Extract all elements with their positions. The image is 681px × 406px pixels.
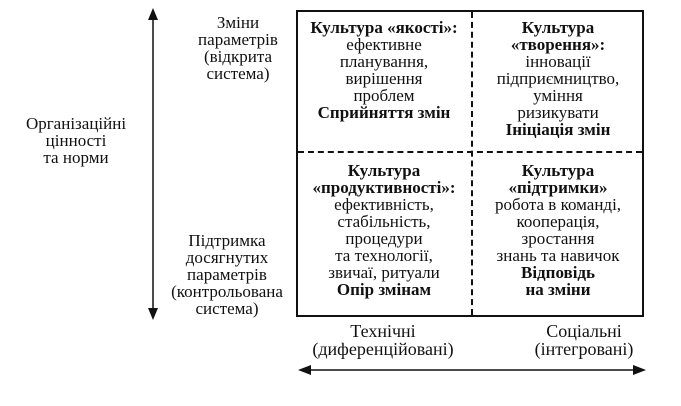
quadrant-footer: на зміни <box>525 280 591 299</box>
quadrant-item: інновації <box>525 52 591 71</box>
quadrant-title: «продуктивності»: <box>312 178 456 197</box>
quadrant-productivity-culture: Культура «продуктивності»: ефективність,… <box>300 162 468 298</box>
quadrant-title: Культура <box>521 18 595 37</box>
horizontal-double-arrow <box>298 365 646 375</box>
quadrant-title: Культура <box>347 161 421 180</box>
quadrant-creation-culture: Культура «творення»: інновації підприємн… <box>474 19 642 138</box>
quadrant-item: ефективність, <box>334 195 434 214</box>
quadrant-footer: Відповідь <box>520 263 596 282</box>
quadrant-footer: Сприйняття змін <box>317 103 451 122</box>
quadrant-item: та технології, <box>335 246 433 265</box>
quadrant-support-culture: Культура «підтримки» робота в команді, к… <box>474 162 642 298</box>
x-axis-left-label: Технічні (диференційовані) <box>312 321 454 359</box>
quadrant-item: уміння <box>533 86 583 105</box>
quadrant-item: зростання <box>521 229 595 248</box>
vertical-divider <box>471 12 474 315</box>
y-axis-top-label: Зміни параметрів (відкрита система) <box>198 13 278 83</box>
quadrant-title: «підтримки» <box>508 178 608 197</box>
quadrant-item: вирішення <box>345 69 423 88</box>
quadrant-title: Культура «якості»: <box>310 18 458 37</box>
quadrant-item: підприємництво, <box>496 69 620 88</box>
vertical-double-arrow <box>148 8 158 320</box>
quadrant-quality-culture: Культура «якості»: ефективне планування,… <box>300 19 468 121</box>
x-axis-right-label: Соціальні (інтегровані) <box>534 321 634 359</box>
quadrant-title: Культура <box>521 161 595 180</box>
y-axis-title: Організаційні цінності та норми <box>25 114 127 167</box>
quadrant-item: проблем <box>353 86 415 105</box>
quadrant-item: ефективне <box>346 35 422 54</box>
quadrant-item: робота в команді, <box>494 195 622 214</box>
quadrant-footer: Опір змінам <box>336 280 432 299</box>
quadrant-footer: Ініціація змін <box>505 120 611 139</box>
quadrant-item: ризикувати <box>517 103 599 122</box>
quadrant-item: процедури <box>345 229 423 248</box>
quadrant-title: «творення»: <box>510 35 606 54</box>
culture-matrix: Культура «якості»: ефективне планування,… <box>296 10 644 317</box>
quadrant-item: планування, <box>339 52 429 71</box>
quadrant-item: стабільність, <box>337 212 431 231</box>
quadrant-item: кооперація, <box>516 212 600 231</box>
quadrant-item: знань та навичок <box>496 246 620 265</box>
horizontal-divider <box>298 151 642 154</box>
quadrant-item: звичаї, ритуали <box>328 263 440 282</box>
y-axis-bottom-label: Підтримка досягнутих параметрів (контрол… <box>171 231 283 318</box>
